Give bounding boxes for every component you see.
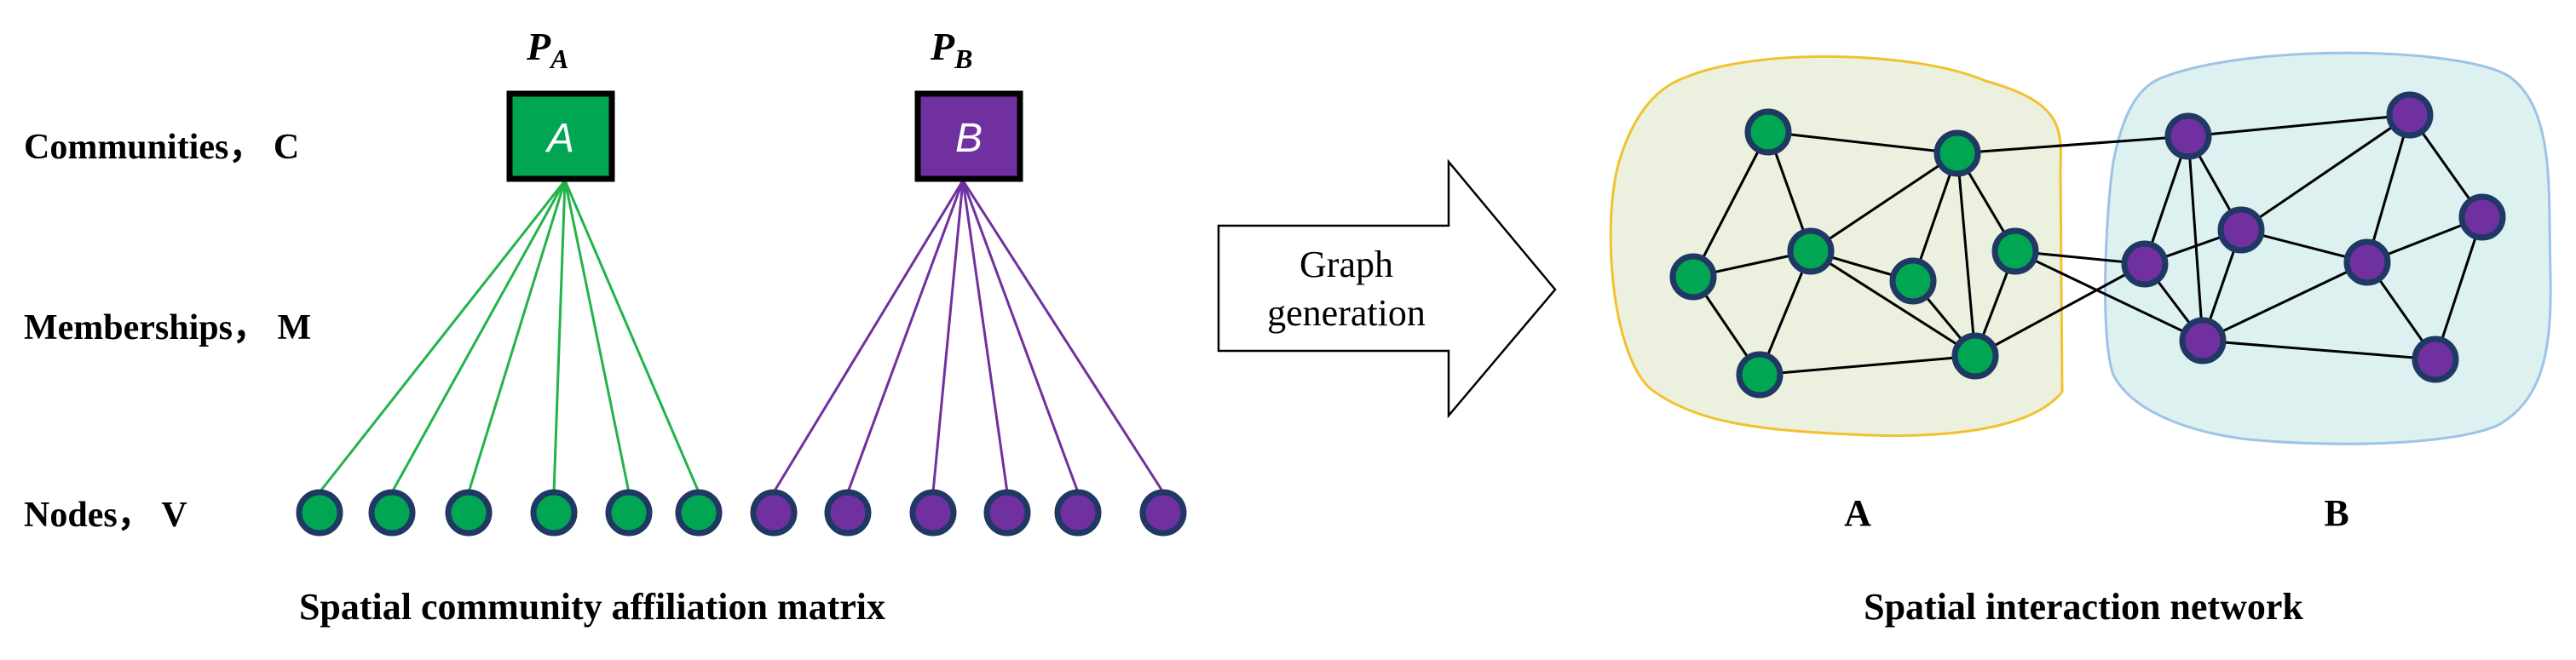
community-a-probability-label: PA <box>526 25 568 74</box>
memberships-label: Memberships， M <box>24 308 311 347</box>
network-node-b-3 <box>2121 240 2169 288</box>
network-edge-p2-p5 <box>2240 113 2411 232</box>
network-node-a-4 <box>1736 351 1784 399</box>
node-a-6 <box>675 489 723 537</box>
network-edge-p4-p7 <box>2202 261 2368 342</box>
right-caption: Spatial interaction network <box>1864 586 2303 628</box>
node-a-4 <box>530 489 578 537</box>
node-b-4 <box>983 489 1031 537</box>
node-b-3 <box>909 489 957 537</box>
network-node-a-7 <box>1991 227 2039 275</box>
left-caption: Spatial community affiliation matrix <box>299 586 885 628</box>
network-node-a-5 <box>1933 129 1981 177</box>
membership-edge-b-6 <box>961 180 1165 493</box>
community-a-letter: A <box>545 116 574 161</box>
community-a-box <box>506 90 615 182</box>
community-b-probability-label: PB <box>930 25 972 74</box>
network-node-b-4 <box>2179 317 2227 364</box>
membership-edge-a-6 <box>563 180 700 493</box>
membership-edge-b-5 <box>961 180 1080 493</box>
nodes-label: Nodes， V <box>24 496 187 535</box>
node-b-5 <box>1054 489 1102 537</box>
communities-label: Communities， C <box>24 128 299 167</box>
node-a-1 <box>296 489 343 537</box>
network-node-b-8 <box>2412 336 2459 383</box>
community-b-p-main: P <box>930 25 955 68</box>
region-b-label: B <box>2324 492 2348 534</box>
network-edge-g3-g5 <box>1810 152 1958 253</box>
network-node-b-7 <box>2343 238 2391 286</box>
network-node-b-6 <box>2458 193 2506 241</box>
network-edge-p1-p4 <box>2187 135 2204 341</box>
network-edge-p6-p8 <box>2434 216 2484 360</box>
network-edge-p4-p8 <box>2202 339 2436 361</box>
community-b-box <box>914 90 1023 182</box>
affiliation-nodes <box>296 489 1187 537</box>
network-edge-g3-g8 <box>1810 250 1976 358</box>
network-edge-g7-p4 <box>2014 250 2204 342</box>
network-edge-g1-g2 <box>1691 131 1770 278</box>
network-node-a-6 <box>1889 257 1937 305</box>
network-node-b-2 <box>2217 206 2265 254</box>
membership-edge-a-5 <box>563 180 631 493</box>
graph-generation-arrow <box>1217 158 1557 419</box>
network-node-a-1 <box>1744 108 1792 156</box>
membership-edge-b-2 <box>846 180 965 493</box>
network-node-a-3 <box>1787 227 1835 275</box>
membership-edge-b-1 <box>772 180 965 493</box>
network-edge-g4-g8 <box>1759 354 1976 376</box>
node-a-2 <box>368 489 416 537</box>
community-b-p-sub: B <box>954 43 972 74</box>
membership-edge-b-4 <box>961 180 1009 493</box>
network-node-a-8 <box>1951 332 1999 380</box>
network-edge-g5-g8 <box>1956 152 1977 357</box>
community-a-p-main: P <box>526 25 551 68</box>
membership-edge-a-1 <box>318 180 567 493</box>
membership-edge-a-4 <box>552 180 567 493</box>
region-b <box>2104 51 2552 445</box>
community-a-p-sub: A <box>549 43 568 74</box>
node-b-6 <box>1139 489 1187 537</box>
arrow-label-line2: generation <box>1267 292 1426 334</box>
network-node-a-2 <box>1669 253 1717 301</box>
network-edge-p1-p5 <box>2187 113 2411 138</box>
membership-edge-a-2 <box>390 180 567 493</box>
node-b-2 <box>824 489 872 537</box>
network-edge-p5-p7 <box>2366 114 2412 263</box>
network-edge-g1-g5 <box>1767 130 1958 155</box>
network-node-b-5 <box>2386 91 2434 139</box>
membership-edges <box>318 180 1165 493</box>
membership-edge-b-3 <box>931 180 965 493</box>
network-edge-g8-p3 <box>1974 262 2146 358</box>
network-node-b-1 <box>2164 112 2212 160</box>
membership-edge-a-3 <box>467 180 567 493</box>
arrow-label-line1: Graph <box>1300 244 1393 285</box>
network-nodes <box>1669 91 2506 399</box>
network-edge-g5-p1 <box>1956 135 2189 155</box>
community-b-letter: B <box>955 116 983 161</box>
node-a-3 <box>445 489 493 537</box>
node-b-1 <box>750 489 798 537</box>
region-a-label: A <box>1844 492 1871 534</box>
node-a-5 <box>605 489 653 537</box>
